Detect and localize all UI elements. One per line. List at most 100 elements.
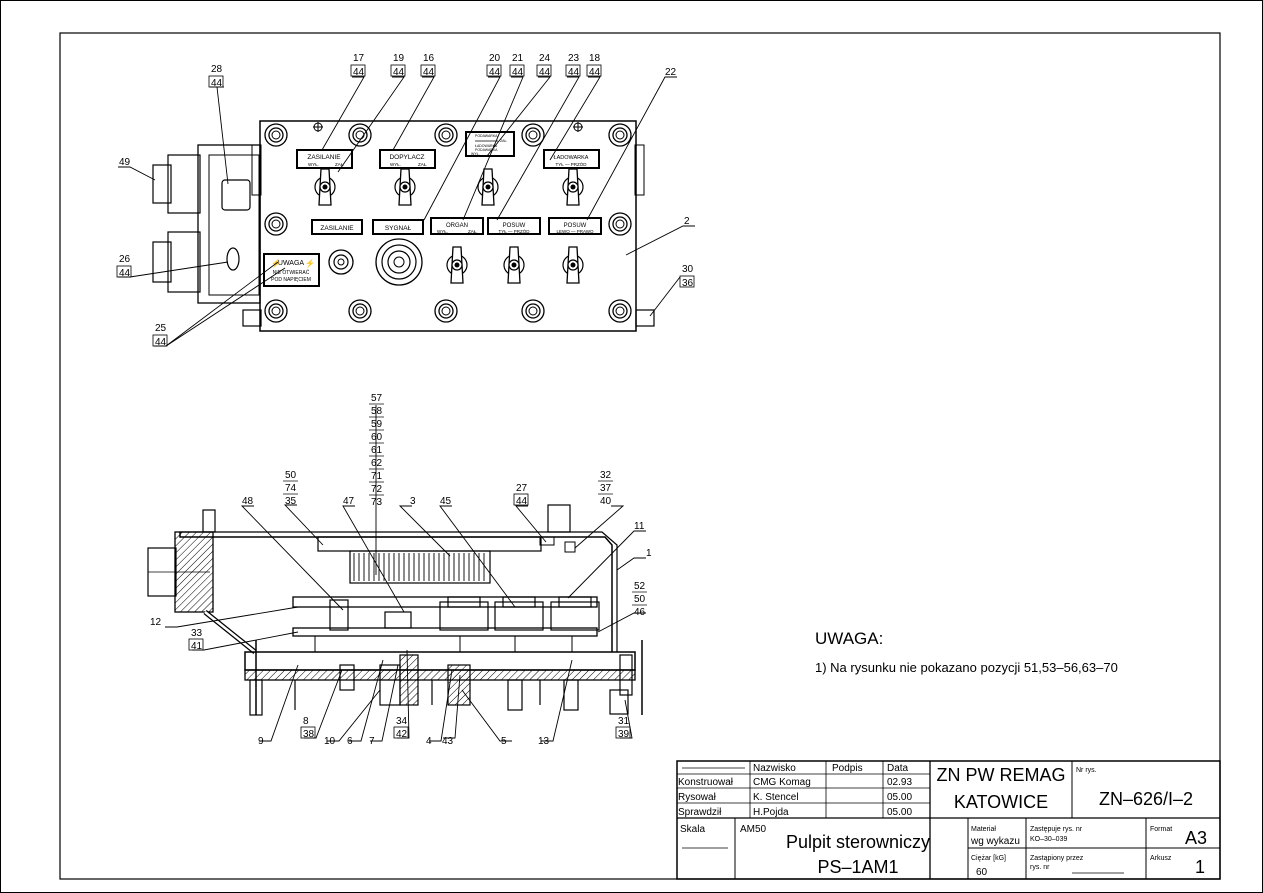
top-view-labels: 17 44 19 44 16 44 20 44 21 44 24 44 23 4… — [116, 53, 695, 348]
svg-text:ŁADOWARKA: ŁADOWARKA — [475, 144, 498, 148]
svg-text:Rysował: Rysował — [678, 792, 717, 803]
svg-text:LEWO — PRAWO: LEWO — PRAWO — [556, 229, 594, 234]
svg-text:44: 44 — [393, 67, 405, 78]
svg-text:CMG Komag: CMG Komag — [753, 777, 811, 788]
svg-text:PODAWARKA: PODAWARKA — [475, 148, 498, 152]
plate-organ: ORGAN WYŁ. ZAŁ. — [430, 217, 484, 235]
svg-text:⚡: ⚡ — [305, 258, 315, 268]
svg-text:3: 3 — [410, 496, 416, 507]
svg-text:19: 19 — [393, 53, 405, 64]
svg-text:WYŁ.: WYŁ. — [437, 229, 448, 234]
svg-text:57: 57 — [371, 393, 383, 404]
svg-text:PODAWARKA: PODAWARKA — [475, 134, 498, 138]
svg-text:59: 59 — [371, 419, 383, 430]
svg-text:60: 60 — [976, 867, 988, 878]
svg-text:50: 50 — [634, 594, 646, 605]
plate-ladowarka: ŁADOWARKA TYŁ — PRZÓD — [543, 149, 600, 169]
svg-text:Sprawdził: Sprawdził — [678, 807, 722, 818]
note-text: 1) Na rysunku nie pokazano pozycji 51,53… — [815, 660, 1118, 675]
svg-text:46: 46 — [634, 607, 646, 618]
svg-text:22: 22 — [665, 67, 677, 78]
svg-text:ZN PW REMAG: ZN PW REMAG — [937, 765, 1066, 785]
svg-text:44: 44 — [119, 268, 131, 279]
plate-posuw-1: POSUW TYŁ — PRZÓD — [487, 217, 541, 235]
svg-text:17: 17 — [353, 53, 365, 64]
svg-text:73: 73 — [371, 497, 383, 508]
svg-text:1: 1 — [1195, 857, 1205, 877]
svg-text:4: 4 — [426, 736, 432, 747]
note: UWAGA: 1) Na rysunku nie pokazano pozycj… — [815, 629, 1118, 675]
svg-text:ŁADOWARKA: ŁADOWARKA — [554, 155, 589, 161]
svg-text:41: 41 — [191, 641, 203, 652]
svg-text:Format: Format — [1150, 826, 1172, 833]
svg-text:20: 20 — [489, 53, 501, 64]
svg-text:47: 47 — [343, 496, 355, 507]
svg-text:1: 1 — [646, 548, 652, 559]
svg-text:44: 44 — [568, 67, 580, 78]
svg-text:52: 52 — [634, 581, 646, 592]
svg-text:18: 18 — [589, 53, 601, 64]
svg-text:72: 72 — [371, 484, 383, 495]
svg-text:SYGNAŁ: SYGNAŁ — [385, 225, 412, 232]
svg-text:05.00: 05.00 — [887, 792, 912, 803]
svg-text:44: 44 — [353, 67, 365, 78]
svg-text:ZAŁ.: ZAŁ. — [468, 229, 478, 234]
svg-text:TYŁ — PRZÓD: TYŁ — PRZÓD — [498, 228, 530, 234]
svg-text:02.93: 02.93 — [887, 777, 912, 788]
plate-uwaga: UWAGA NIE OTWIERAĆ POD NAPIĘCIEM ⚡ ⚡ — [263, 253, 320, 287]
svg-text:44: 44 — [512, 67, 524, 78]
svg-text:71: 71 — [371, 471, 383, 482]
svg-text:Materiał: Materiał — [971, 826, 996, 833]
svg-text:62: 62 — [371, 458, 383, 469]
svg-text:34: 34 — [396, 716, 408, 727]
svg-text:61: 61 — [371, 445, 383, 456]
svg-text:Zastąpiony przez: Zastąpiony przez — [1030, 855, 1084, 862]
svg-text:ORGAN: ORGAN — [446, 223, 468, 229]
svg-text:AM50: AM50 — [740, 824, 767, 835]
svg-text:7: 7 — [369, 736, 375, 747]
svg-text:ZN–626/I–2: ZN–626/I–2 — [1099, 789, 1193, 809]
top-view: ZASILANIE WYŁ. ZAŁ. DOPYLACZ WYŁ. ZAŁ. P… — [116, 53, 695, 348]
svg-text:Ciężar [kG]: Ciężar [kG] — [971, 855, 1006, 862]
svg-text:WYŁ.: WYŁ. — [471, 152, 480, 156]
plate-dopylacz: DOPYLACZ WYŁ. ZAŁ. — [379, 149, 436, 169]
svg-text:PS–1AM1: PS–1AM1 — [817, 857, 898, 877]
svg-text:74: 74 — [285, 483, 297, 494]
svg-text:6: 6 — [347, 736, 353, 747]
svg-text:26: 26 — [119, 254, 131, 265]
svg-text:05.00: 05.00 — [887, 807, 912, 818]
svg-text:rys. nr: rys. nr — [1030, 864, 1050, 871]
side-view-labels: 57 58 59 60 61 62 71 72 73 50 74 35 48 4… — [150, 393, 652, 747]
svg-text:KATOWICE: KATOWICE — [954, 792, 1048, 812]
svg-text:POSUW: POSUW — [503, 223, 526, 229]
svg-text:27: 27 — [516, 483, 528, 494]
svg-text:ZAŁ.: ZAŁ. — [500, 139, 507, 143]
svg-text:TYŁ — PRZÓD: TYŁ — PRZÓD — [555, 161, 587, 167]
svg-text:Data: Data — [887, 763, 909, 774]
svg-text:45: 45 — [440, 496, 452, 507]
svg-text:POD NAPIĘCIEM: POD NAPIĘCIEM — [271, 277, 311, 283]
svg-text:Podpis: Podpis — [832, 763, 863, 774]
svg-text:KO–30–039: KO–30–039 — [1030, 836, 1067, 843]
svg-text:10: 10 — [324, 736, 336, 747]
svg-text:44: 44 — [589, 67, 601, 78]
plate-zasilanie: ZASILANIE — [311, 219, 363, 235]
svg-text:48: 48 — [242, 496, 254, 507]
svg-text:13: 13 — [538, 736, 550, 747]
svg-text:DOPYLACZ: DOPYLACZ — [389, 154, 424, 161]
svg-text:31: 31 — [618, 716, 630, 727]
svg-text:Konstruował: Konstruował — [678, 777, 734, 788]
svg-text:38: 38 — [303, 729, 315, 740]
svg-text:11: 11 — [634, 521, 645, 532]
plate-posuw-2: POSUW LEWO — PRAWO — [548, 217, 602, 235]
svg-text:ZAŁ.: ZAŁ. — [335, 162, 345, 167]
svg-text:wg wykazu: wg wykazu — [970, 836, 1020, 847]
svg-text:2: 2 — [684, 216, 690, 227]
svg-text:25: 25 — [155, 323, 167, 334]
svg-text:36: 36 — [682, 278, 694, 289]
svg-text:POSUW: POSUW — [564, 223, 587, 229]
svg-text:H.Pojda: H.Pojda — [753, 807, 789, 818]
svg-text:K. Stencel: K. Stencel — [753, 792, 799, 803]
svg-text:WYŁ.: WYŁ. — [390, 162, 401, 167]
